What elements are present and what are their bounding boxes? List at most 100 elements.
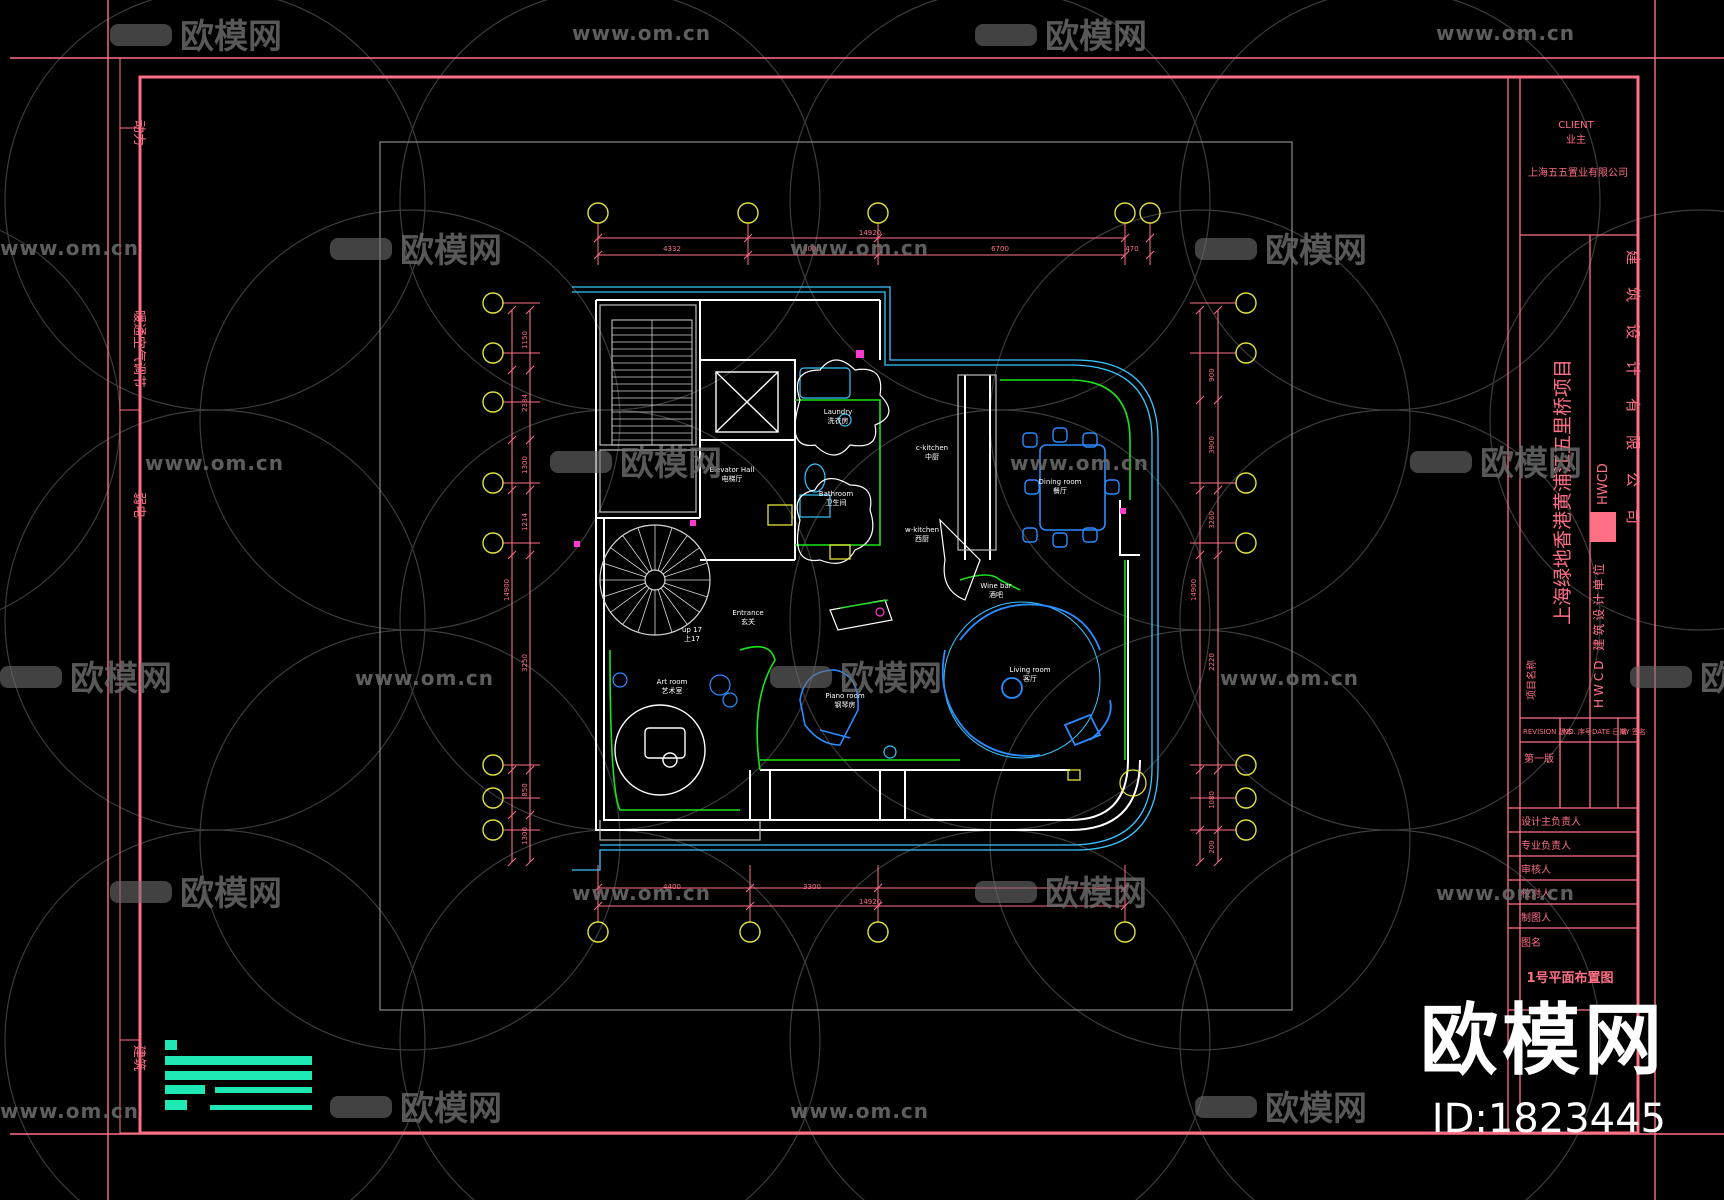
room-dining-en: Dining room	[1039, 478, 1082, 486]
room-art-en: Art room	[657, 678, 688, 686]
dim-tick	[525, 550, 535, 560]
sign-row-check: 校对人	[1521, 887, 1551, 900]
watermark-sofa-icon	[975, 24, 1037, 46]
dim-tick	[507, 485, 517, 495]
spiral-tread	[662, 585, 700, 613]
spiral-tread	[660, 535, 688, 573]
watermark-circle	[399, 409, 821, 831]
dim-right-1: 900	[1208, 368, 1216, 381]
dim-right-6: 200	[1208, 840, 1216, 853]
dim-bottom-2: 3300	[803, 883, 821, 891]
grid-bubble-right	[1235, 787, 1257, 809]
dim-right-3: 3260	[1208, 511, 1216, 529]
room-w-kitchen-en: w-kitchen	[905, 526, 939, 534]
dim-tick	[1195, 485, 1205, 495]
grid-bubble-top	[587, 202, 609, 224]
spiral-tread	[602, 582, 646, 598]
grid-bubble-right	[1235, 532, 1257, 554]
watermark-sofa-icon	[0, 666, 62, 688]
client-name: 上海五五置业有限公司	[1528, 166, 1628, 179]
strip-label-power: 动力	[131, 120, 146, 146]
room-elevator-hall-en: Elevator Hall	[710, 466, 755, 474]
room-piano-en: Piano room	[825, 692, 865, 700]
dining-chair	[1104, 479, 1120, 495]
room-w-kitchen-cn: 西厨	[915, 535, 929, 543]
dining-chair	[1082, 527, 1098, 543]
dim-top-2: 3000	[803, 245, 821, 253]
dim-tick	[1195, 857, 1205, 867]
spiral-tread	[602, 562, 646, 578]
dim-tick	[1213, 857, 1223, 867]
dining-chair	[1052, 532, 1068, 548]
dim-right-4: 2220	[1208, 653, 1216, 671]
watermark-circle	[4, 829, 426, 1200]
elevator-shaft	[715, 371, 779, 433]
room-dining-cn: 餐厅	[1053, 486, 1067, 495]
grid-bubble-left	[482, 472, 504, 494]
revision-header-no: NO. 序号	[1563, 727, 1592, 736]
watermark-url: www.om.cn	[572, 881, 711, 905]
dim-right-total: 14900	[1190, 579, 1198, 601]
watermark-url: www.om.cn	[1436, 21, 1575, 45]
room-entrance-en: Entrance	[732, 609, 763, 617]
spiral-tread	[637, 589, 653, 633]
door-frames	[767, 504, 1147, 797]
dim-tick	[1195, 550, 1205, 560]
logo-mark	[165, 1040, 312, 1110]
revision-first: 第一版	[1524, 752, 1554, 765]
watermark-logo-text: 欧模网	[840, 659, 942, 699]
grid-leader-lines	[503, 223, 1236, 922]
drawing-title: 1号平面布置图	[1526, 970, 1613, 986]
detail-marks	[574, 350, 1126, 547]
dim-right-5: 1080	[1208, 791, 1216, 809]
dining-chair	[1024, 479, 1040, 495]
art-room-rug	[614, 704, 706, 796]
grid-bubble-right	[1235, 472, 1257, 494]
watermark-logo-text: 欧模网	[1265, 231, 1367, 271]
watermark-circle	[199, 629, 621, 1051]
revision-header-by: BY 签名	[1621, 727, 1646, 736]
dim-left-3: 1300	[521, 456, 529, 474]
spiral-stair-treads	[600, 525, 710, 635]
room-bathroom-cn: 卫生间	[826, 498, 847, 507]
strip-label-architecture: 建筑	[131, 1045, 147, 1071]
watermark-layer: 欧模网欧模网欧模网欧模网欧模网欧模网欧模网欧模网欧模网欧模网欧模网欧模网欧模网w…	[0, 17, 1724, 1129]
grid-bubble-left	[482, 787, 504, 809]
watermark-sofa-icon	[1630, 666, 1692, 688]
sign-row-drafter: 制图人	[1521, 911, 1551, 924]
dim-tick	[507, 550, 517, 560]
dim-left-2: 2334	[521, 394, 529, 412]
grid-bubble-top	[1114, 202, 1136, 224]
strip-label-weak-current: 弱电	[131, 492, 146, 518]
dim-left-1: 1150	[521, 331, 529, 349]
room-living-en: Living room	[1009, 666, 1050, 674]
strip-label-hvac: 暖通空气调节	[131, 310, 147, 388]
grid-bubble-bottom	[587, 921, 609, 943]
watermark-url: www.om.cn	[790, 236, 929, 260]
revision-header-date: DATE 日期	[1592, 728, 1626, 736]
drawing-frame	[10, 0, 1724, 1200]
watermark-circle	[399, 0, 821, 411]
dim-bottom-total: 14920	[859, 898, 881, 906]
watermark-url: www.om.cn	[0, 236, 139, 260]
watermark-logo-text: 欧模网	[400, 231, 502, 271]
bathroom-fixtures	[799, 367, 852, 518]
company-vertical: 建筑设计有限公司	[1624, 250, 1642, 546]
watermark-circle	[789, 0, 1211, 411]
living-room-sofa	[941, 601, 1112, 759]
watermark-circle	[1179, 829, 1601, 1200]
room-entrance-cn: 玄关	[741, 617, 755, 626]
dim-bottom-1: 4400	[663, 883, 681, 891]
dim-right-2: 3900	[1208, 436, 1216, 454]
grid-bubble-right	[1235, 754, 1257, 776]
watermark-sofa-icon	[975, 881, 1037, 903]
dim-left-5: 3250	[521, 654, 529, 672]
watermark-sofa-icon	[550, 451, 612, 473]
dining-chair	[1022, 527, 1038, 543]
laundry-cloud	[794, 359, 890, 564]
room-c-kitchen-en: c-kitchen	[916, 444, 948, 452]
room-living-cn: 客厅	[1023, 674, 1037, 683]
watermark-url: www.om.cn	[572, 21, 711, 45]
grid-bubble-bottom	[1114, 921, 1136, 943]
